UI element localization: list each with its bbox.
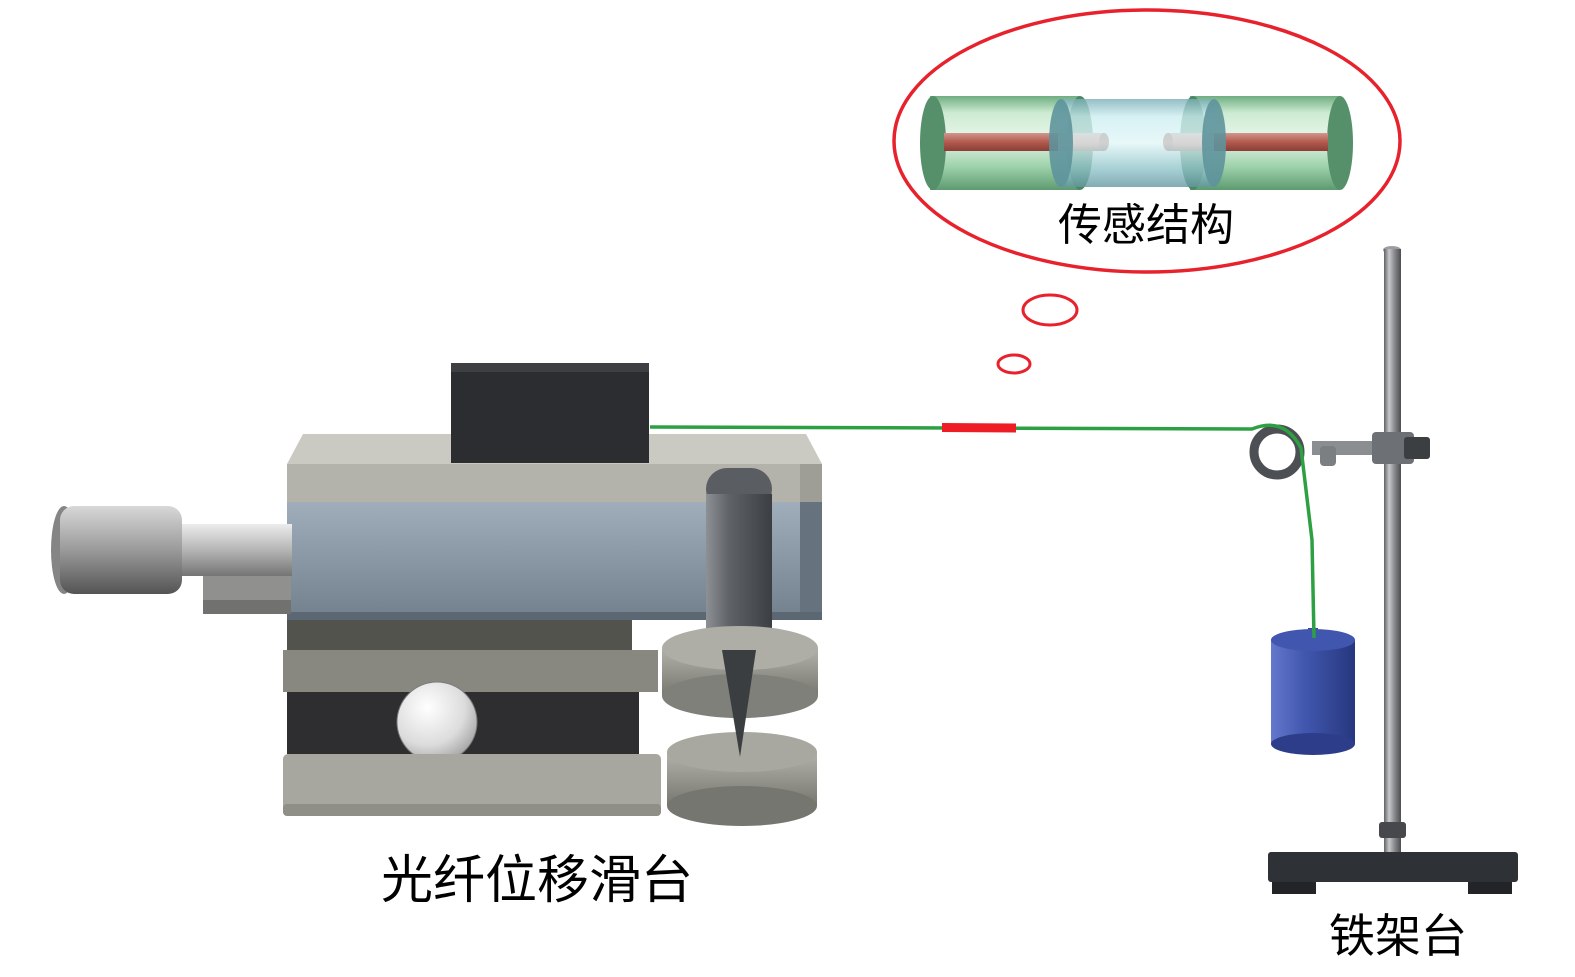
- stage-mid-step-light: [283, 650, 658, 692]
- fiber-clamp-block-top: [451, 363, 649, 372]
- stand-clamp-body: [1372, 432, 1414, 464]
- sensor-capillary-cap-left: [1049, 99, 1073, 187]
- stand-clamp-bolt: [1404, 437, 1430, 459]
- stage-mid-step-dark: [287, 620, 632, 650]
- stage-base-plate-edge: [283, 804, 661, 816]
- callout-dot-large: [1021, 293, 1079, 327]
- fiber-clamp-block: [451, 363, 649, 463]
- micrometer-mount-block-shade: [203, 600, 291, 614]
- sensor-capillary-cap-right: [1202, 99, 1226, 187]
- clamp-knob-shaft: [706, 494, 772, 650]
- stage-top-plate-edge: [800, 464, 822, 502]
- weight-bottom: [1271, 733, 1355, 755]
- micrometer-sleeve: [178, 524, 292, 576]
- stage-base-plate: [283, 754, 661, 814]
- clamp-knob-cone-tip: [722, 650, 756, 757]
- fiber-line: [649, 423, 1316, 639]
- stand-base-bar: [1268, 852, 1518, 882]
- upper-disc-top: [662, 626, 818, 670]
- sensor-right-fiber-cap-right: [1327, 96, 1353, 190]
- stage-body-right-edge: [800, 502, 822, 620]
- iron-stand: [1249, 246, 1518, 894]
- weight-body: [1271, 640, 1355, 744]
- sensor-capillary-tube: [1058, 99, 1214, 187]
- sensor-left-fiber-cap-left: [920, 96, 946, 190]
- stage-ball-knob: [396, 681, 478, 763]
- callout-dot-small: [996, 353, 1032, 375]
- fiber-translation-stage: [51, 363, 822, 826]
- weight-top: [1271, 629, 1355, 651]
- sensor-label: 传感结构: [1058, 201, 1234, 250]
- stand-hook: [1320, 446, 1336, 466]
- sensor-callout: 传感结构: [892, 8, 1402, 375]
- optical-fiber: [649, 423, 1316, 639]
- stand-pole: [1384, 249, 1401, 862]
- stand-pole-collar: [1379, 822, 1406, 838]
- stage-body-bottom-shadow: [287, 612, 822, 620]
- micrometer-thimble: [60, 506, 182, 594]
- lower-disc-top: [667, 732, 817, 772]
- stand-label: 铁架台: [1329, 911, 1467, 962]
- sensor-structure: [920, 96, 1353, 190]
- lower-disc-bottom: [667, 786, 817, 826]
- stand-base-foot-left: [1272, 882, 1316, 894]
- fiber-sensing-segment: [941, 423, 1017, 433]
- stage-label: 光纤位移滑台: [381, 853, 693, 910]
- stand-base-foot-right: [1468, 882, 1512, 894]
